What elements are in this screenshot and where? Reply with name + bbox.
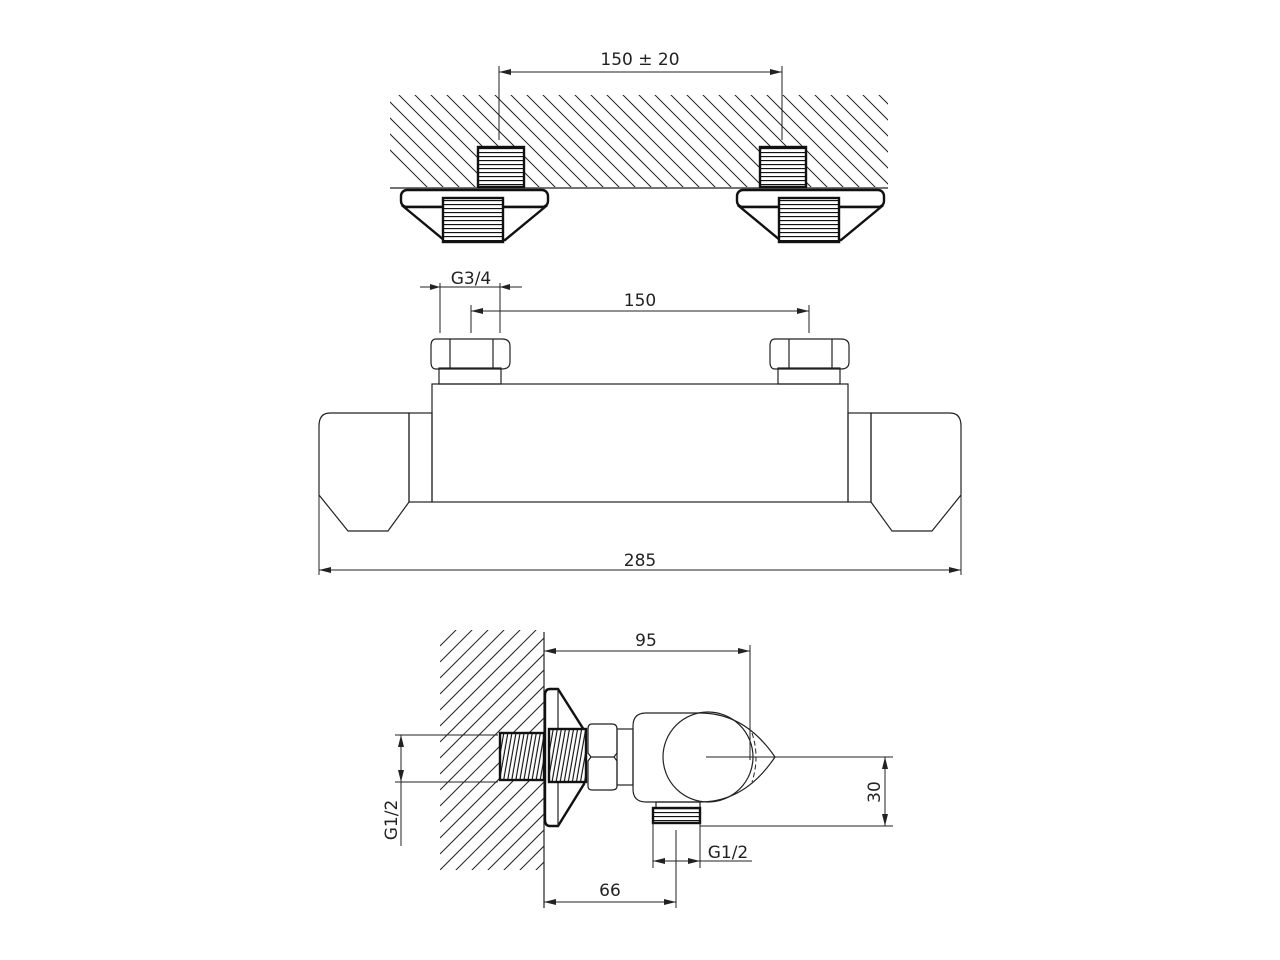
dim-label-g1-2-outlet: G1/2 [708,843,749,863]
collar-left [408,412,433,503]
top-view: 150 ± 20 [390,50,888,244]
dimension-outlet-height: 30 [700,757,893,827]
temperature-handle [318,412,410,532]
dim-label-150: 150 [624,291,656,311]
collar-right [847,412,872,503]
dim-label-66: 66 [599,881,621,901]
dimension-outlet-offset: 66 [544,830,677,908]
eccentric-connector-left [399,145,550,244]
dimension-outlet-thread: G1/2 [652,823,752,868]
mixer-body [431,383,849,503]
inlet-nut-right [769,338,850,385]
front-view: G3/4 150 285 [318,269,962,575]
inlet-nut-left [430,338,511,385]
wall-hatch-top [390,95,888,187]
nut-collar [616,728,634,786]
dim-label-95: 95 [635,631,657,651]
flow-handle [870,412,962,532]
side-view: 95 30 G1/2 G1/2 [382,630,893,908]
dimension-inlet-spacing: 150 [470,291,810,333]
dim-label-285: 285 [624,551,656,571]
union-nut [587,723,618,791]
wall-hatch-side [440,630,544,870]
dim-label-g1-2-wall: G1/2 [382,800,402,841]
dimension-wall-thread: G1/2 [382,734,498,846]
dimension-eccentric-spacing: 150 ± 20 [498,50,783,140]
dim-label-150-20: 150 ± 20 [600,50,679,70]
dim-label-30: 30 [865,781,885,803]
eccentric-connector-right [735,145,886,244]
dimension-overall-width: 285 [318,495,962,575]
dimension-projection: 95 [544,631,751,760]
dimension-inlet-thread: G3/4 [420,269,522,333]
dim-label-g3-4: G3/4 [451,269,492,289]
